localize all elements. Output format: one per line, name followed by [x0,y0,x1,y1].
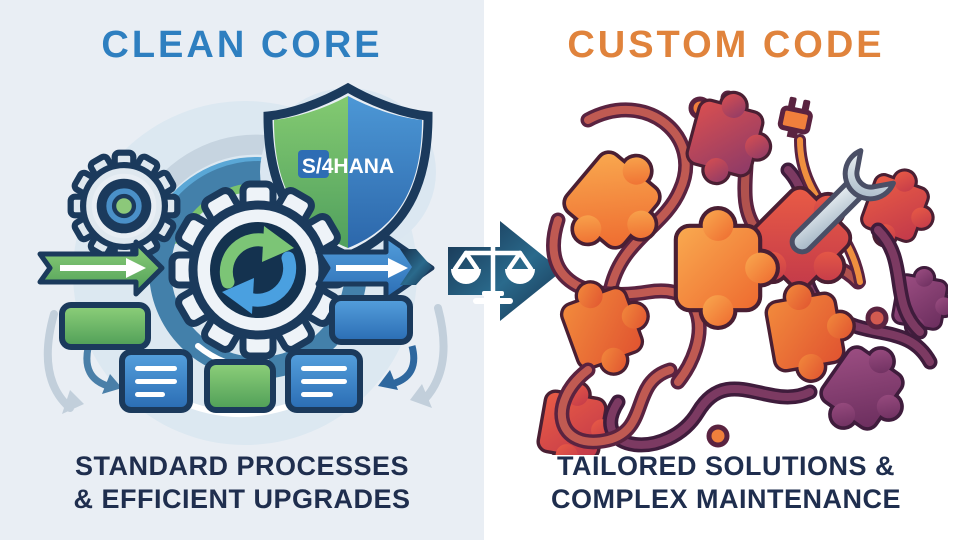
chevron-icon [400,249,432,285]
flowchart-boxes-icon [59,295,418,418]
small-gear-icon [71,153,178,260]
custom-code-caption: TAILORED SOLUTIONS & COMPLEX MAINTENANCE [484,450,968,516]
shield-label: S/4HANA [302,155,394,178]
puzzle-piece-icon [857,163,944,257]
wrench-icon [789,148,896,255]
caption-line: COMPLEX MAINTENANCE [550,483,901,514]
arrow-right-icon [448,221,562,321]
clean-core-caption: STANDARD PROCESSES & EFFICIENT UPGRADES [0,450,484,516]
plug-icon [777,96,813,139]
comparison-arrow [400,221,562,321]
gear-icon [172,184,344,356]
s4-chip [298,150,329,178]
caption-line: STANDARD PROCESSES [74,451,410,481]
green-ribbon-arrow-icon [37,239,165,297]
caption-line: TAILORED SOLUTIONS & [557,451,895,481]
tangled-cords-icon [554,222,928,453]
clean-core-illustration: S/4HANA [37,82,448,445]
caption-line: & EFFICIENT UPGRADES [73,483,411,514]
balance-scale-icon [451,239,535,304]
custom-code-title: CUSTOM CODE [567,24,885,66]
custom-code-illustration [528,80,948,455]
clean-core-title: CLEAN CORE [101,24,383,66]
